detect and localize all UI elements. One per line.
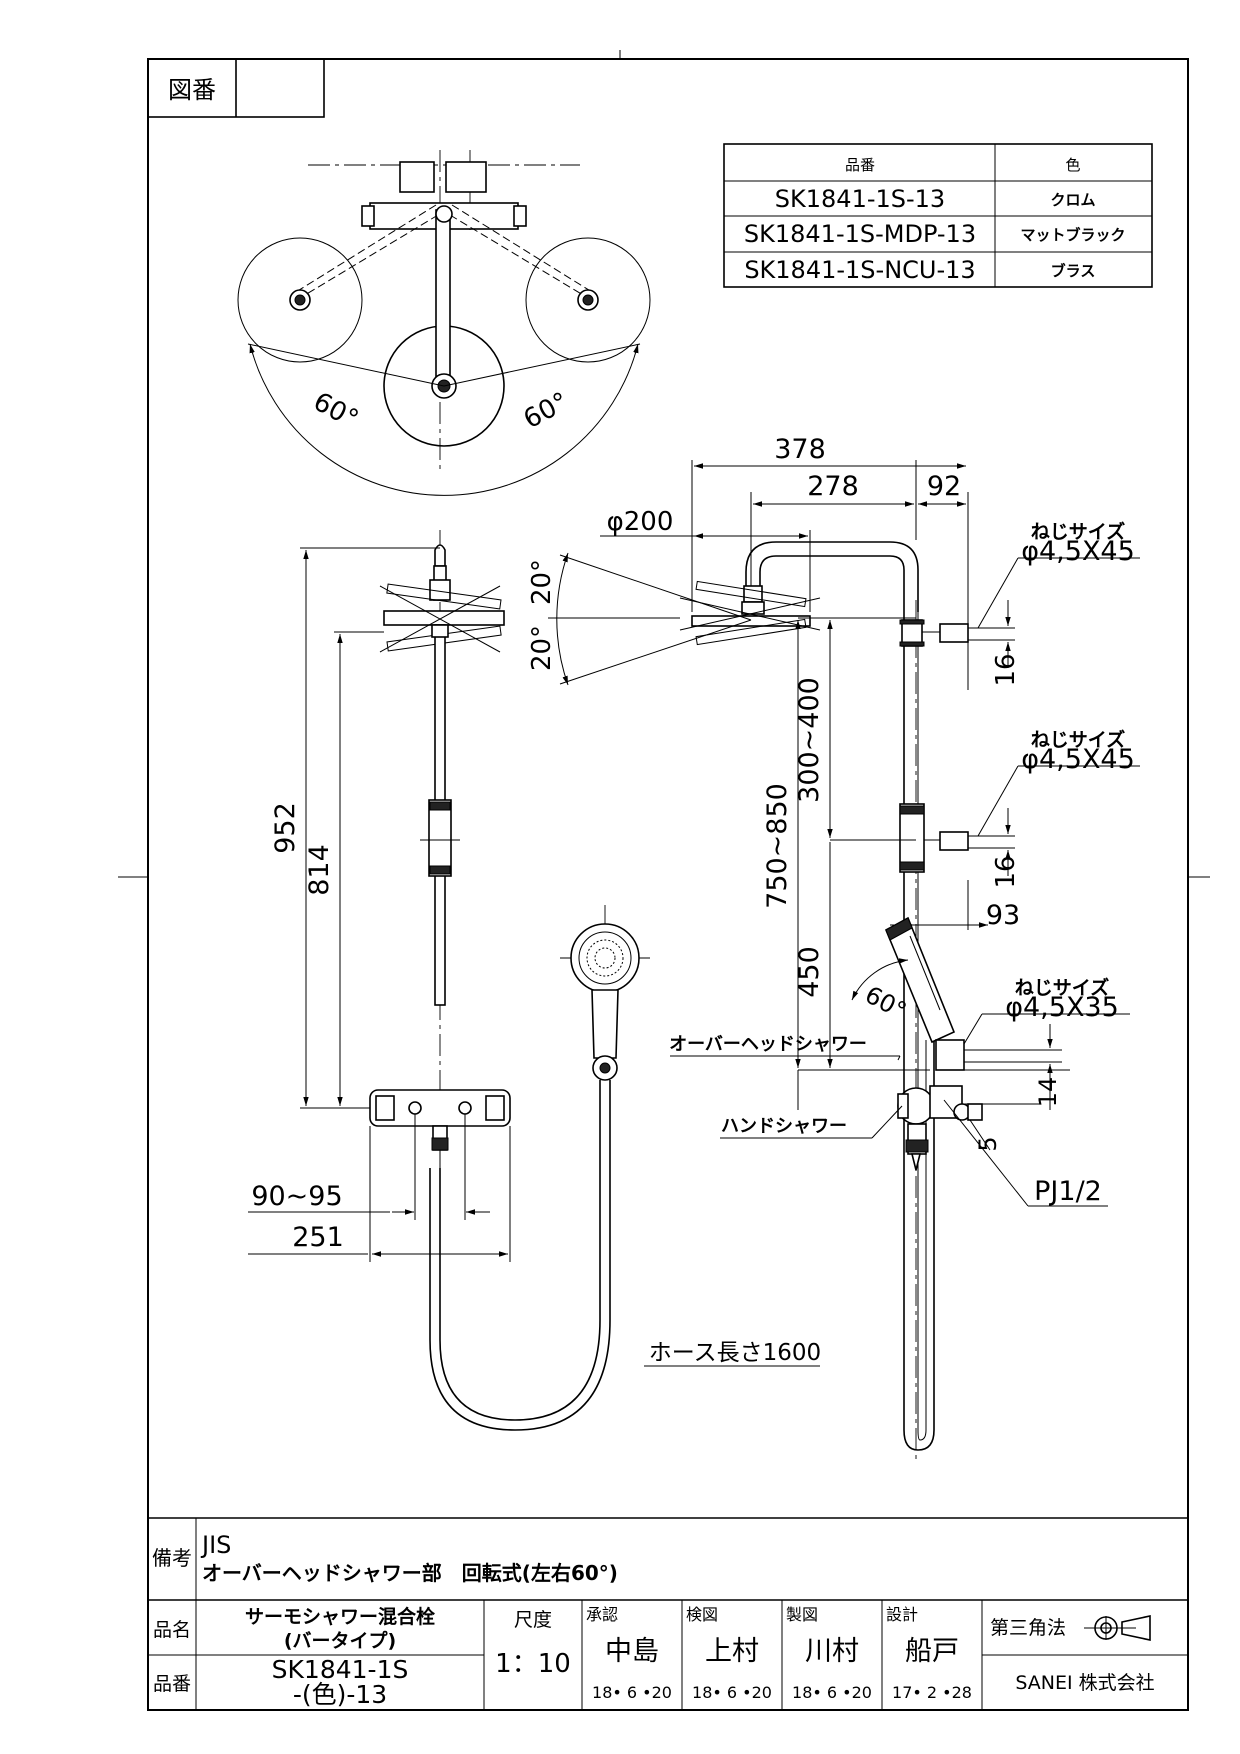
screw2-dim: 16 — [991, 855, 1021, 888]
design-name: 船戸 — [905, 1636, 959, 1667]
notes-block: 備考 JIS オーバーヘッドシャワー部 回転式(左右60°) — [148, 1517, 1188, 1600]
title-block: 品名 サーモシャワー混合栓 (バータイプ) 品番 SK1841-1S -(色)-… — [148, 1599, 1188, 1710]
table-cell-part-no: SK1841-1S-13 — [775, 185, 945, 213]
drawing-number-label: 図番 — [168, 76, 216, 104]
product-number-suffix: -(色)-13 — [293, 1680, 387, 1709]
screw3-label: ねじサイズ — [1015, 976, 1109, 999]
hand-shower — [429, 905, 650, 1431]
checked-date: 18• 6 •20 — [692, 1683, 772, 1702]
dim-width: 251 — [292, 1222, 344, 1253]
scale-label: 尺度 — [514, 1609, 552, 1631]
dim-height: 814 — [304, 844, 335, 896]
screw1-label: ねじサイズ — [1031, 520, 1125, 543]
table-cell-color: マットブラック — [1020, 226, 1125, 244]
design-label: 設計 — [886, 1605, 918, 1624]
scale-value: 1：10 — [495, 1649, 571, 1679]
dim-reach: 378 — [774, 434, 826, 465]
table-header-color: 色 — [1065, 156, 1080, 174]
checked-label: 検図 — [686, 1605, 718, 1624]
front-view: 952 814 90~95 251 — [248, 530, 511, 1262]
table-cell-color: クロム — [1050, 191, 1095, 209]
product-name: サーモシャワー混合栓 — [245, 1605, 435, 1628]
dim-adjust: 300~400 — [794, 677, 825, 803]
dim-height-range: 750~850 — [762, 783, 793, 909]
notes-line2: オーバーヘッドシャワー部 回転式(左右60°) — [202, 1561, 618, 1585]
sheet-border — [147, 58, 1189, 1711]
approved-date: 18• 6 •20 — [592, 1683, 672, 1702]
drawn-name: 川村 — [805, 1636, 859, 1667]
design-date: 17• 2 •28 — [892, 1683, 972, 1702]
angle-up: 20° — [527, 559, 557, 605]
pipe-label: PJ1/2 — [1034, 1176, 1102, 1207]
checked-name: 上村 — [705, 1636, 759, 1667]
projection-label: 第三角法 — [990, 1617, 1066, 1639]
dim-pitch: 90~95 — [251, 1181, 342, 1212]
table-cell-part-no: SK1841-1S-NCU-13 — [744, 256, 975, 284]
dim-total-height: 952 — [270, 802, 301, 854]
dim-offset: 92 — [927, 471, 961, 502]
product-type: (バータイプ) — [284, 1629, 396, 1652]
drawing-number-box: 図番 — [147, 58, 325, 118]
approved-label: 承認 — [586, 1605, 618, 1624]
side-view: 20° 20° 378 278 92 φ200 16 ねじサイズ φ4,5X45 — [527, 434, 1140, 1460]
dim-arm: 278 — [807, 471, 859, 502]
notes-line1: JIS — [200, 1531, 231, 1559]
third-angle-projection-icon — [1084, 1615, 1151, 1641]
drawn-date: 18• 6 •20 — [792, 1683, 872, 1702]
screw3-dim: 14 — [1034, 1077, 1062, 1108]
overhead-shower-label: オーバーヘッドシャワー — [669, 1034, 867, 1055]
screw1-dim: 16 — [991, 653, 1021, 686]
dim-450: 450 — [794, 946, 825, 998]
top-angle-right: 60° — [519, 387, 574, 435]
company-name: SANEI 株式会社 — [1015, 1672, 1154, 1694]
number-label: 品番 — [153, 1673, 191, 1695]
screw1-size: φ4,5X45 — [1021, 536, 1135, 567]
name-label: 品名 — [153, 1619, 191, 1641]
dim-93: 93 — [986, 900, 1020, 931]
variants-table: 品番 色 SK1841-1S-13 クロム SK1841-1S-MDP-13 マ… — [723, 143, 1153, 288]
screw2-size: φ4,5X45 — [1021, 744, 1135, 775]
table-cell-part-no: SK1841-1S-MDP-13 — [744, 220, 976, 248]
drawn-label: 製図 — [786, 1605, 818, 1624]
table-header-part-no: 品番 — [845, 156, 875, 174]
screw2-label: ねじサイズ — [1031, 728, 1125, 751]
product-number: SK1841-1S — [272, 1655, 409, 1684]
screw3-size: φ4,5X35 — [1005, 992, 1119, 1023]
approved-name: 中島 — [605, 1636, 659, 1667]
dim-head-diameter: φ200 — [607, 507, 674, 537]
dim-5: 5 — [974, 1136, 1002, 1151]
hand-shower-label: ハンドシャワー — [721, 1116, 847, 1137]
hose-length-label: ホース長さ1600 — [649, 1340, 821, 1366]
notes-label: 備考 — [152, 1546, 192, 1570]
top-angle-left: 60° — [308, 387, 363, 435]
top-view: 60° 60° — [237, 150, 651, 496]
table-cell-color: ブラス — [1051, 262, 1096, 280]
angle-down: 20° — [527, 625, 557, 671]
